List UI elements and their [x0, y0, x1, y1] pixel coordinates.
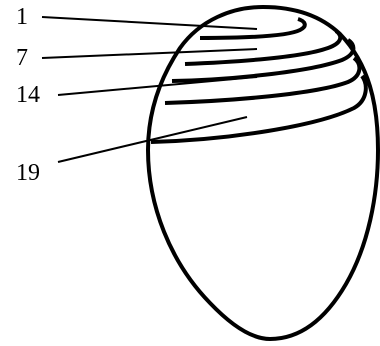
label-1: 1 — [16, 4, 28, 30]
leader-line-1 — [42, 17, 257, 29]
egg-outline — [148, 7, 378, 339]
leader-line-7 — [42, 49, 257, 58]
label-19: 19 — [16, 160, 40, 186]
label-7: 7 — [16, 45, 28, 71]
label-14: 14 — [16, 82, 40, 108]
